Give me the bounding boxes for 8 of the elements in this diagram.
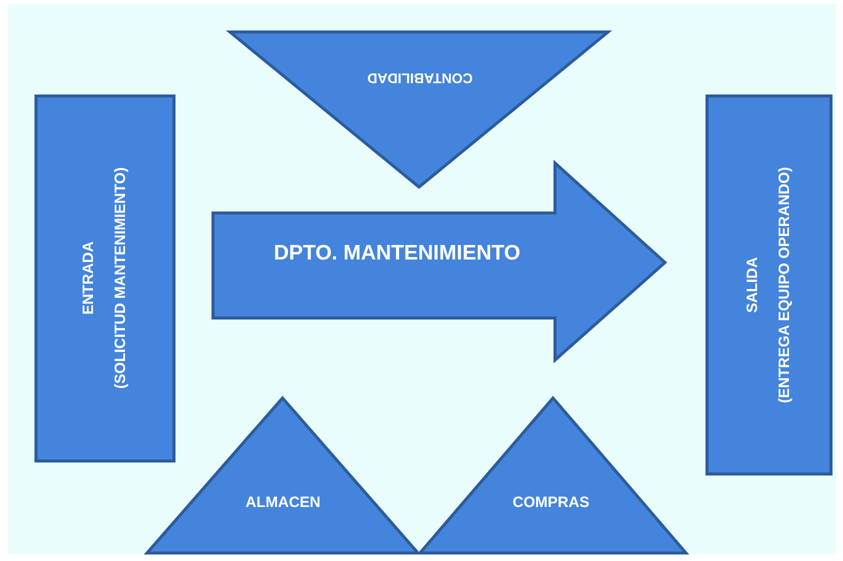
node-label: (ENTREGA EQUIPO OPERANDO) — [776, 166, 794, 404]
node-label: SALIDA — [744, 257, 762, 313]
node-label: CONTABILIDAD — [367, 70, 473, 86]
node-label: ALMACEN — [246, 494, 320, 512]
node-label: (SOLICITUD MANTENIMIENTO) — [112, 167, 130, 389]
node-label: COMPRAS — [512, 494, 590, 512]
node-label: ENTRADA — [80, 241, 98, 315]
node-label: DPTO. MANTENIMIENTO — [274, 240, 520, 266]
